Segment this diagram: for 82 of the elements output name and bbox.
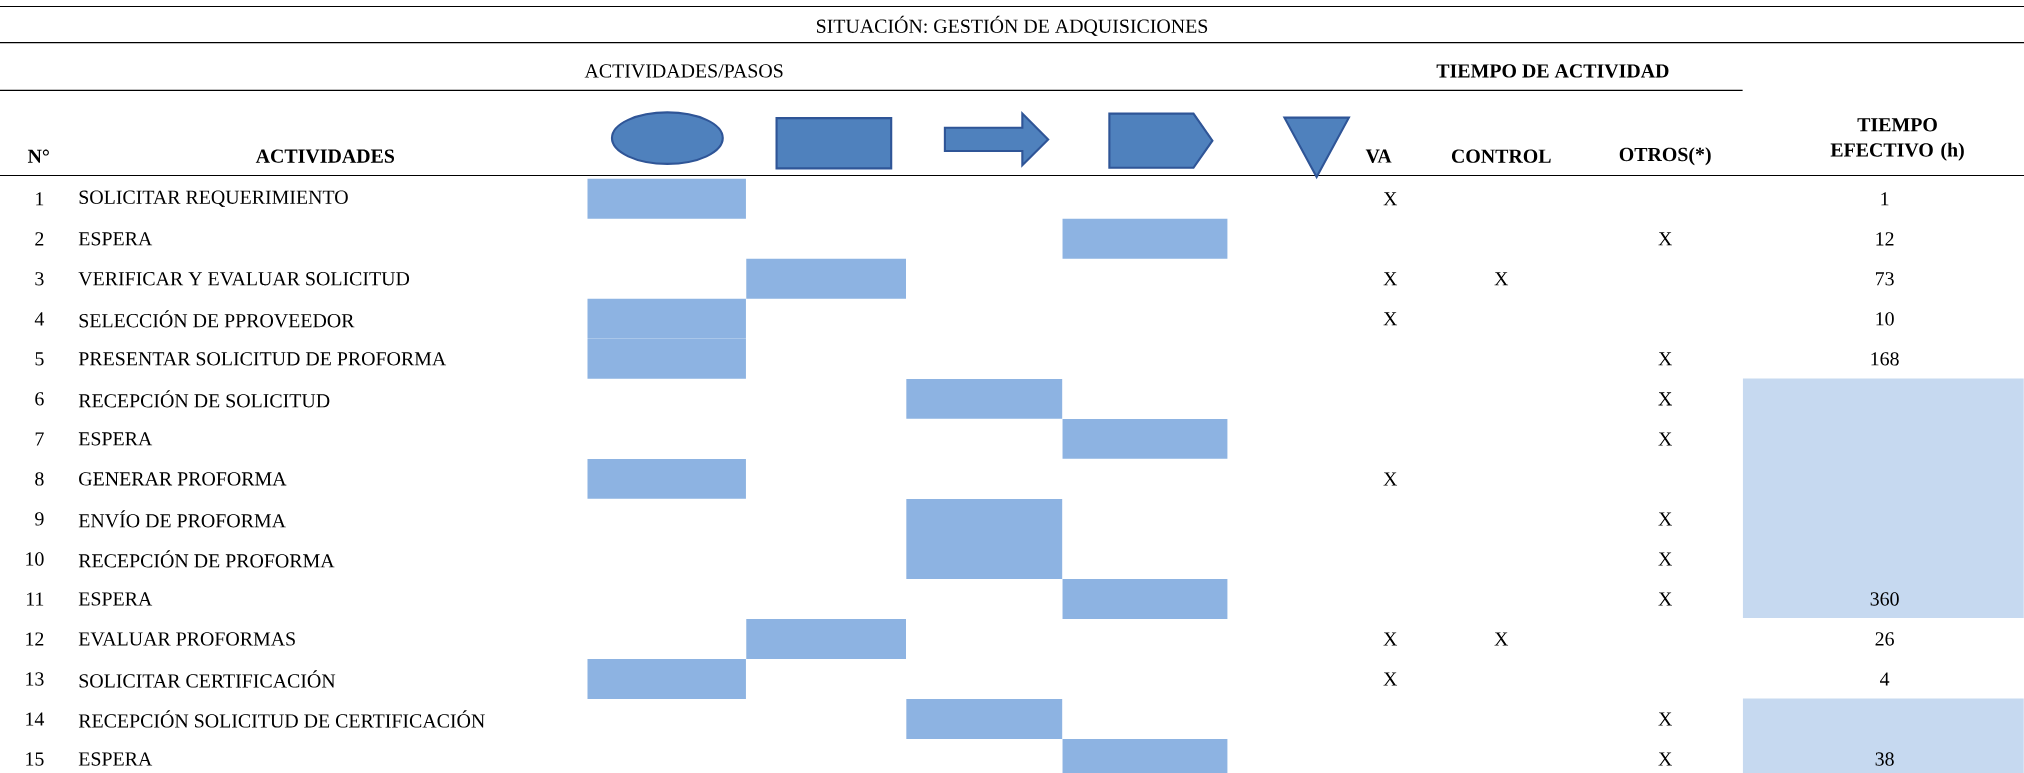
check-mark: X — [1658, 352, 1672, 366]
rectangle-symbol — [775, 117, 893, 170]
bar — [1062, 738, 1228, 773]
check-mark: X — [1658, 392, 1672, 406]
row-number: 14 — [26, 712, 45, 726]
arrow-symbol — [943, 110, 1050, 168]
ellipse-symbol — [610, 111, 724, 165]
activity-name: VERIFICAR Y EVALUAR SOLICITUD — [78, 272, 410, 286]
row-number: 3 — [35, 272, 44, 286]
bar — [587, 298, 746, 339]
column-header: TIEMPO DE ACTIVIDAD — [1436, 64, 1669, 78]
pentagon-symbol — [1108, 112, 1214, 169]
activity-name: GENERAR PROFORMA — [79, 472, 287, 486]
time-value: 10 — [1876, 312, 1894, 326]
bar — [906, 498, 1063, 539]
column-header: ACTIVIDADES/PASOS — [584, 64, 783, 78]
column-header: N° — [27, 149, 49, 163]
bar — [1062, 218, 1228, 259]
check-mark: X — [1383, 192, 1398, 206]
row-number: 10 — [26, 552, 44, 566]
check-mark: X — [1658, 712, 1672, 726]
check-mark: X — [1494, 632, 1509, 646]
activity-name: EVALUAR PROFORMAS — [78, 632, 295, 646]
bar — [746, 258, 906, 299]
check-mark: X — [1658, 232, 1672, 246]
column-header: TIEMPO EFECTIVO (h) — [1830, 118, 1964, 161]
check-mark: X — [1658, 592, 1672, 606]
check-mark: X — [1658, 752, 1672, 766]
column-header: ACTIVIDADES — [255, 149, 395, 163]
time-value: 12 — [1876, 232, 1894, 246]
bar — [906, 698, 1063, 739]
check-mark: X — [1658, 552, 1672, 566]
column-header: CONTROL — [1451, 149, 1551, 163]
time-cell: 38 — [1742, 698, 2024, 773]
activity-name: RECEPCIÓN DE SOLICITUD — [78, 390, 330, 408]
bar — [587, 658, 746, 699]
check-mark: X — [1658, 432, 1672, 446]
activity-name: ESPERA — [78, 432, 153, 446]
row-number: 6 — [35, 392, 44, 406]
activity-name: ESPERA — [78, 592, 153, 606]
activity-name: PRESENTAR SOLICITUD DE PROFORMA — [78, 352, 447, 366]
row-number: 5 — [35, 352, 44, 366]
column-header: OTROS(*) — [1619, 147, 1711, 166]
activity-name: RECEPCIÓN DE PROFORMA — [78, 550, 335, 568]
bar — [746, 618, 906, 659]
row-number: 11 — [26, 592, 44, 606]
row-number: 1 — [36, 192, 44, 206]
row-number: 4 — [34, 312, 45, 326]
row-number: 13 — [26, 672, 44, 686]
activity-name: SOLICITAR CERTIFICACIÓN — [79, 670, 336, 688]
check-mark: X — [1383, 312, 1398, 326]
activity-name: ESPERA — [78, 752, 153, 766]
time-value: 73 — [1876, 272, 1894, 286]
bar — [906, 378, 1063, 419]
bar — [906, 538, 1063, 579]
bar — [587, 338, 746, 379]
bar — [587, 458, 746, 499]
activity-name: ESPERA — [78, 232, 153, 246]
check-mark: X — [1494, 272, 1509, 286]
activity-name: ENVÍO DE PROFORMA — [78, 510, 286, 528]
bar — [587, 178, 746, 219]
title: SITUACIÓN: GESTIÓN DE ADQUISICIONES — [816, 15, 1208, 36]
time-value: 1 — [1881, 192, 1889, 206]
time-cell: 360 — [1742, 378, 2024, 618]
check-mark: X — [1658, 512, 1672, 526]
bar — [1062, 578, 1228, 619]
row-number: 8 — [35, 472, 44, 486]
activity-name: RECEPCIÓN SOLICITUD DE CERTIFICACIÓN — [78, 710, 485, 728]
check-mark: X — [1383, 672, 1398, 686]
row-number: 15 — [26, 752, 44, 766]
check-mark: X — [1383, 272, 1398, 286]
activity-name: SOLICITAR REQUERIMIENTO — [79, 190, 348, 207]
time-value: 4 — [1880, 672, 1890, 686]
row-number: 12 — [26, 632, 44, 646]
row-number: 2 — [35, 232, 44, 246]
row-number: 7 — [35, 432, 44, 446]
check-mark: X — [1383, 632, 1398, 646]
time-value: 26 — [1875, 632, 1894, 646]
bar — [1062, 418, 1228, 459]
row-number: 9 — [35, 512, 44, 526]
check-mark: X — [1383, 472, 1398, 486]
activity-name: SELECCIÓN DE PPROVEEDOR — [79, 310, 355, 328]
